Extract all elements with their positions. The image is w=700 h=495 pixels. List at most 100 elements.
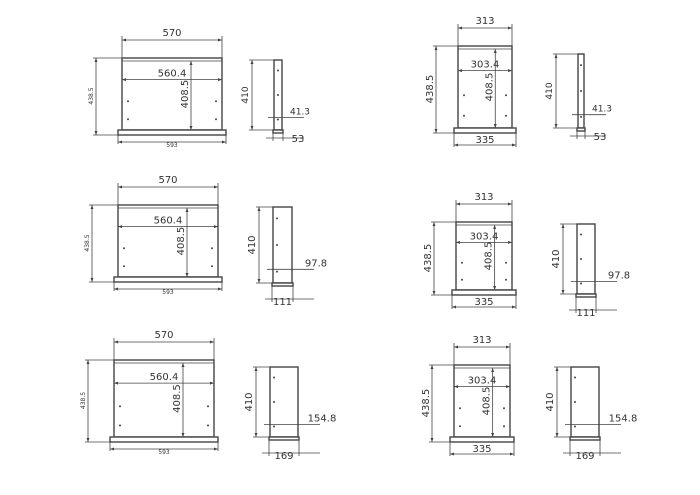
dim-depth-base: 53: [292, 134, 305, 145]
base-plinth: [449, 436, 515, 443]
screw-hole: [119, 405, 121, 408]
base-plinth: [451, 289, 517, 296]
front-panel: [113, 359, 215, 438]
dim-base-width: 335: [475, 135, 494, 146]
screw-hole: [505, 94, 507, 97]
dim-height-inner: 408.5: [172, 384, 183, 413]
dim-width-inner: 560.4: [158, 69, 187, 80]
side-base: [268, 436, 300, 441]
side-view: 410 97.8 111: [551, 223, 630, 319]
screw-hole: [580, 282, 582, 285]
screw-hole: [505, 114, 507, 117]
side-base: [569, 436, 601, 441]
screw-hole: [211, 247, 213, 250]
dim-depth-inner: 154.8: [308, 413, 337, 424]
screw-hole: [574, 425, 576, 428]
side-view: 410 154.8 169: [545, 366, 638, 462]
dim-width-inner: 303.4: [470, 231, 499, 242]
screw-hole: [211, 265, 213, 268]
screw-hole: [207, 424, 209, 427]
screw-hole: [127, 118, 129, 121]
side-view: 410 41.3 53: [545, 53, 612, 143]
screw-hole: [580, 233, 582, 236]
front-panel: [457, 45, 513, 129]
dim-height-total: 438.5: [425, 75, 436, 104]
side-view: 410 41.3 53: [241, 59, 310, 145]
screw-hole: [215, 100, 217, 103]
screw-hole: [277, 118, 279, 121]
screw-hole: [273, 425, 275, 428]
front-panel: [121, 57, 223, 131]
dim-depth-base: 53: [594, 132, 607, 143]
dim-side-height: 410: [551, 249, 562, 268]
dim-side-height: 410: [244, 392, 255, 411]
screw-hole: [459, 407, 461, 410]
screw-hole: [119, 424, 121, 427]
dim-width-outer: 313: [474, 192, 493, 203]
side-view: 410 154.8 169: [244, 366, 337, 462]
dim-width-outer: 570: [162, 28, 181, 39]
dim-height-inner: 408.5: [482, 387, 493, 416]
front-panel: [455, 221, 513, 291]
dim-side-height: 410: [545, 392, 556, 411]
screw-hole: [574, 376, 576, 379]
dim-width-inner: 560.4: [154, 216, 183, 227]
screw-hole: [123, 247, 125, 250]
dim-side-height: 410: [241, 86, 251, 103]
side-panel: [576, 223, 596, 295]
dim-width-inner: 303.4: [471, 60, 500, 71]
dim-depth-base: 169: [274, 451, 293, 462]
dim-width-inner: 303.4: [468, 376, 497, 387]
screw-hole: [505, 261, 507, 264]
dim-height-total: 438.5: [423, 244, 434, 273]
dim-width-inner: 560.4: [150, 372, 179, 383]
screw-hole: [277, 94, 279, 96]
dim-height-total: 438.5: [80, 392, 87, 409]
side-base: [271, 282, 294, 287]
screw-hole: [503, 425, 505, 428]
side-base: [576, 127, 586, 132]
screw-hole: [505, 278, 507, 281]
dim-base-width: 593: [166, 142, 178, 149]
dim-depth-base: 169: [575, 451, 594, 462]
dim-height-total: 438.5: [88, 87, 95, 104]
dim-depth-base: 111: [576, 308, 595, 319]
dim-side-height: 410: [545, 82, 555, 99]
dim-depth-inner: 97.8: [608, 270, 630, 281]
dim-depth-inner: 154.8: [609, 413, 638, 424]
screw-hole: [580, 115, 582, 118]
base-plinth: [453, 127, 517, 134]
dim-height-inner: 408.5: [484, 242, 495, 271]
dim-height-inner: 408.5: [484, 73, 495, 102]
dim-base-width: 593: [162, 289, 174, 296]
screw-hole: [277, 69, 279, 72]
screw-hole: [463, 114, 465, 117]
side-base: [575, 293, 597, 298]
dim-base-width: 335: [474, 297, 493, 308]
side-panel: [272, 206, 293, 284]
screw-hole: [276, 244, 278, 246]
dim-depth-inner: 41.3: [290, 107, 310, 117]
screw-hole: [276, 270, 278, 273]
screw-hole: [580, 258, 582, 260]
dim-width-outer: 570: [154, 330, 173, 341]
screw-hole: [127, 100, 129, 103]
dim-height-inner: 408.5: [180, 80, 191, 109]
screw-hole: [273, 401, 275, 403]
base-plinth: [109, 436, 219, 443]
dim-depth-inner: 41.3: [592, 105, 612, 115]
screw-hole: [461, 261, 463, 264]
screw-hole: [580, 64, 582, 67]
